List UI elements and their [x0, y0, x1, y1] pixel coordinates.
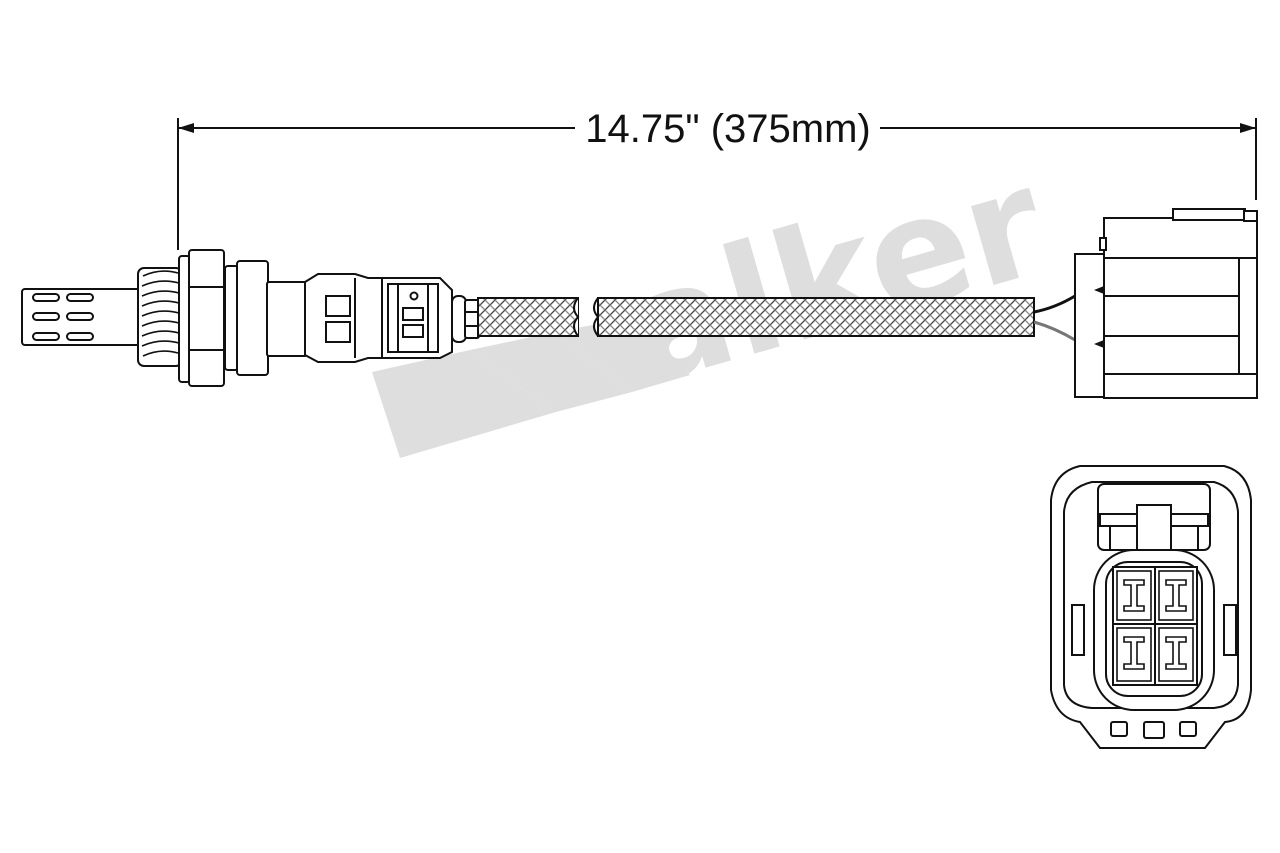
walker-watermark-logo: alker — [372, 135, 1063, 458]
hex-nut — [188, 249, 225, 387]
connector-face-view — [1050, 465, 1252, 749]
watermark-stripe-1 — [372, 350, 556, 458]
wire-dark — [1033, 294, 1076, 314]
lead-wires — [1033, 294, 1076, 342]
watermark-stripe-2 — [470, 332, 632, 412]
braided-cable — [477, 297, 1035, 337]
braided-cable-segment-left — [477, 297, 579, 337]
sensor-collar — [236, 260, 269, 376]
braided-cable-segment-right — [597, 297, 1035, 337]
dimension-label: 14.75" (375mm) — [585, 107, 870, 151]
sensor-shell — [266, 281, 308, 357]
connector-key-slots — [1110, 721, 1197, 739]
connector-terminals — [1116, 570, 1194, 682]
thread-lines — [141, 270, 180, 357]
wire-gray — [1033, 320, 1076, 342]
crimp-hole — [409, 291, 419, 301]
dimension-line: 14.75" (375mm) — [177, 107, 1257, 250]
sensor-body — [21, 249, 480, 387]
probe-vent-slots — [32, 293, 94, 341]
cable-boot — [451, 295, 467, 343]
watermark-lettering: alker — [607, 135, 1063, 419]
watermark-stripe-3 — [555, 318, 690, 392]
connector-side-view — [1074, 208, 1258, 399]
arrow-right — [1240, 123, 1256, 133]
arrow-left — [178, 123, 194, 133]
